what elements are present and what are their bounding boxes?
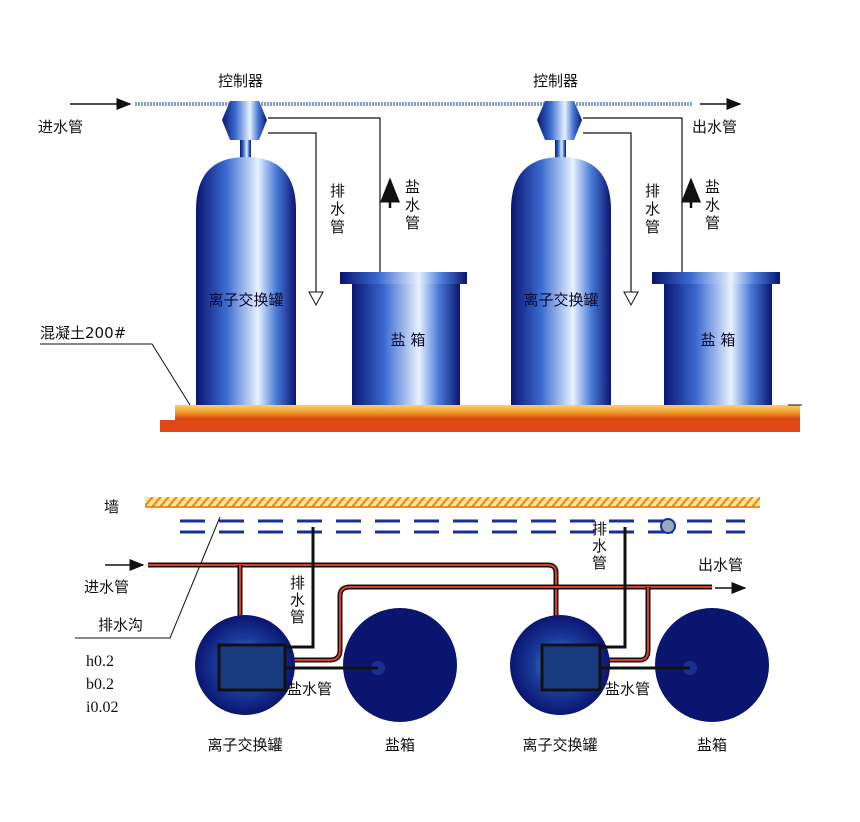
salt-box-lid <box>652 272 780 284</box>
brine-pipe-label: 盐水管 <box>705 178 720 232</box>
salt-box-label: 盐 箱 <box>391 331 426 349</box>
outlet-branch-pipe-core <box>600 587 649 661</box>
elevation-view: 进水管 出水管 控制器 离子交换罐 排水管 盐水管 盐 箱 控制器 离子交 <box>38 72 802 432</box>
ion-exchange-tank-label: 离子交换罐 <box>523 291 598 309</box>
plan-unit-1: 排水管 盐水管 离子交换罐 盐箱 <box>195 527 457 754</box>
salt-box <box>343 608 457 722</box>
ion-exchange-tank-label: 离子交换罐 <box>208 291 283 309</box>
drain-pipe-label: 排水管 <box>330 182 345 236</box>
salt-box <box>655 608 769 722</box>
salt-box-lid <box>340 272 467 284</box>
salt-box-label: 盐箱 <box>697 736 727 754</box>
brine-pipe <box>268 117 381 272</box>
wall <box>145 497 760 507</box>
ion-exchange-tank <box>511 157 611 408</box>
drain-ditch-label: 排水沟 <box>98 616 143 634</box>
softener-unit-1: 控制器 离子交换罐 排水管 盐水管 盐 箱 <box>196 72 467 408</box>
brine-pipe-label: 盐水管 <box>287 680 332 698</box>
inlet-pipe-label: 进水管 <box>38 118 83 136</box>
inlet-pipe-label: 进水管 <box>84 578 129 596</box>
ion-exchange-tank <box>196 157 296 408</box>
controller-label: 控制器 <box>533 72 578 90</box>
brine-pipe-label: 盐水管 <box>605 680 650 698</box>
concrete-label: 混凝土200# <box>40 324 126 342</box>
tank-neck <box>555 140 566 158</box>
wall-label: 墙 <box>104 498 119 516</box>
drain-pipe <box>583 132 632 292</box>
concrete-leader-line <box>40 343 191 406</box>
brine-pipe-label: 盐水管 <box>405 178 420 232</box>
drain-pipe-label: 排水管 <box>645 182 660 236</box>
drain-pipe-label: 排水管 <box>592 520 607 572</box>
controller <box>222 101 267 140</box>
plan-unit-2: 排水管 盐水管 离子交换罐 盐箱 <box>510 520 769 754</box>
drain-outlet-icon <box>623 291 639 307</box>
softener-unit-2: 控制器 离子交换罐 排水管 盐水管 盐 箱 <box>511 72 780 408</box>
outlet-pipe-label: 出水管 <box>692 118 737 136</box>
controller <box>537 101 582 140</box>
ion-exchange-tank-label: 离子交换罐 <box>207 736 282 754</box>
ion-exchange-tank-label: 离子交换罐 <box>522 736 597 754</box>
spec-h: h0.2 <box>86 653 114 670</box>
floor-drain-icon <box>660 518 676 534</box>
drain-pipe <box>285 527 315 649</box>
spec-i: i0.02 <box>86 699 118 716</box>
drain-pipe-label: 排水管 <box>290 574 305 626</box>
salt-box-label: 盐箱 <box>385 736 415 754</box>
outlet-main-pipe-core <box>285 586 712 661</box>
drain-ditch-leader-line <box>75 516 221 639</box>
brine-pipe <box>583 117 683 272</box>
controller-label: 控制器 <box>218 72 263 90</box>
inlet-main-pipe-core <box>148 564 557 648</box>
outlet-pipe-label: 出水管 <box>698 556 743 574</box>
drain-pipe <box>600 527 627 649</box>
drain-pipe <box>268 132 317 292</box>
drain-outlet-icon <box>308 291 324 307</box>
spec-b: b0.2 <box>86 676 114 693</box>
salt-box <box>664 284 772 408</box>
concrete-base <box>175 405 800 420</box>
controller <box>217 643 287 692</box>
concrete-base-bottom <box>160 420 800 432</box>
plan-view: 墙 进水管 排水沟 h0.2 b0.2 i0.02 出水管 <box>75 497 769 754</box>
tank-neck <box>240 140 251 158</box>
salt-box <box>352 284 460 408</box>
salt-box-label: 盐 箱 <box>701 331 736 349</box>
controller <box>540 643 602 692</box>
